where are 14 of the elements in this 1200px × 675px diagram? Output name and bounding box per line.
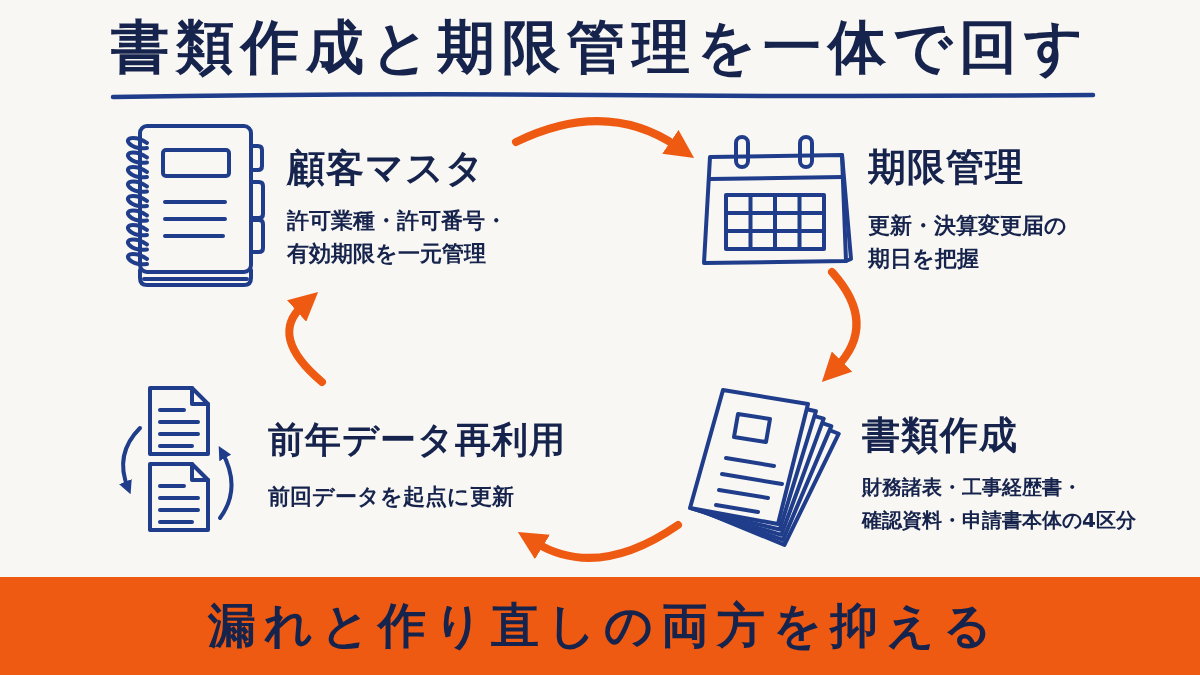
title: 書類作成と期限管理を一体で回す [110,14,1090,81]
step-description: 許可業種・許可番号・有効期限を一元管理 [287,207,508,268]
arrow [285,290,326,386]
banner: 漏れと作り直しの両方を抑える [0,577,1200,675]
step-description: 前回データを起点に更新 [268,483,514,511]
step-description: 更新・決算変更届の期日を把握 [868,212,1068,273]
step-title: 顧客マスタ [287,146,485,192]
arrow [517,521,682,562]
step-title: 期限管理 [868,145,1024,191]
arrow [822,268,861,383]
step-description: 財務諸表・工事経歴書・確認資料・申請書本体の4区分 [862,474,1137,534]
step-title: 前年データ再利用 [268,418,566,462]
arrow [512,117,695,158]
step-title: 書類作成 [862,413,1018,459]
